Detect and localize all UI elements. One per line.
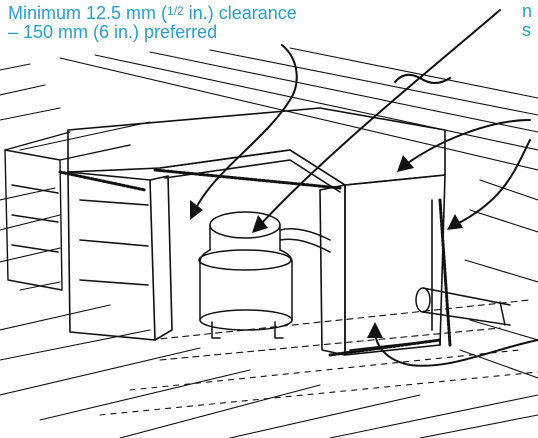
- arrow-icon: [367, 322, 383, 338]
- roof-sheathing-lines: [0, 47, 538, 438]
- clearance-caption: Minimum 12.5 mm (1/2 in.) clearance – 15…: [8, 2, 297, 42]
- left-joist: [4, 131, 131, 291]
- arrow-icon: [404, 119, 531, 166]
- pipe: [415, 287, 511, 326]
- arrow-icon: [447, 214, 463, 230]
- seal-beads: [58, 168, 452, 357]
- enclosure-right-wall: [319, 174, 446, 356]
- arrow-icon: [454, 139, 531, 226]
- arrow-heads: [190, 155, 463, 338]
- arrow-icon: [259, 9, 501, 226]
- arrow-icon: [397, 155, 414, 172]
- arrow-icon: [374, 329, 538, 367]
- arrow-icon: [190, 200, 203, 220]
- arrow-icon: [194, 44, 298, 211]
- enclosure-left-wall: [67, 171, 173, 341]
- caption-line-2: – 150 mm (6 in.) preferred: [8, 22, 218, 42]
- caption-line-1: Minimum 12.5 mm (1/2 in.) clearance: [8, 3, 297, 23]
- arrow-icon: [252, 215, 268, 233]
- water-heater-tank: [198, 211, 331, 339]
- leader-arrows: [194, 9, 538, 367]
- right-caption-fragment: n s: [522, 1, 533, 40]
